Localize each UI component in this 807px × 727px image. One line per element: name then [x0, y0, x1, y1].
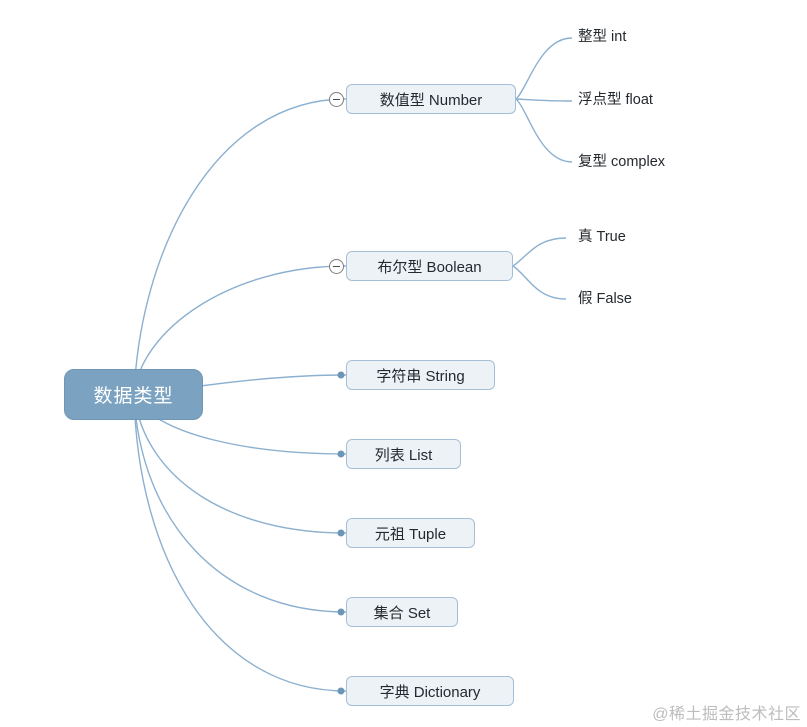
minus-glyph	[333, 266, 340, 267]
node-tuple[interactable]: 元祖 Tuple	[346, 518, 475, 548]
minus-circle-icon[interactable]	[329, 259, 344, 274]
leaf-complex[interactable]: 复型 complex	[578, 154, 666, 170]
branch-dot	[337, 371, 345, 379]
node-boolean[interactable]: 布尔型 Boolean	[346, 251, 513, 281]
connector-number-float	[515, 98, 573, 102]
connector-boolean-false	[512, 265, 567, 300]
connector-boolean-true	[512, 237, 567, 267]
connector-root-number	[133, 98, 347, 396]
node-string[interactable]: 字符串 String	[346, 360, 495, 390]
connector-root-set	[133, 394, 347, 613]
minus-circle-icon[interactable]	[329, 92, 344, 107]
branch-dot	[337, 529, 345, 537]
branch-dot	[337, 608, 345, 616]
connector-root-tuple	[133, 394, 347, 534]
leaf-int[interactable]: 整型 int	[578, 29, 627, 45]
watermark: @稀土掘金技术社区	[652, 706, 801, 723]
branch-dot	[337, 450, 345, 458]
connector-root-dictionary	[133, 394, 347, 692]
leaf-true[interactable]: 真 True	[578, 229, 626, 245]
connector-number-complex	[515, 98, 573, 163]
node-list[interactable]: 列表 List	[346, 439, 461, 469]
leaf-false[interactable]: 假 False	[578, 291, 632, 307]
connector-number-int	[515, 37, 573, 100]
branch-dot	[337, 687, 345, 695]
node-root[interactable]: 数据类型	[64, 369, 203, 420]
leaf-float[interactable]: 浮点型 float	[578, 92, 653, 108]
minus-glyph	[333, 99, 340, 100]
node-number[interactable]: 数值型 Number	[346, 84, 516, 114]
node-set[interactable]: 集合 Set	[346, 597, 458, 627]
node-dictionary[interactable]: 字典 Dictionary	[346, 676, 514, 706]
